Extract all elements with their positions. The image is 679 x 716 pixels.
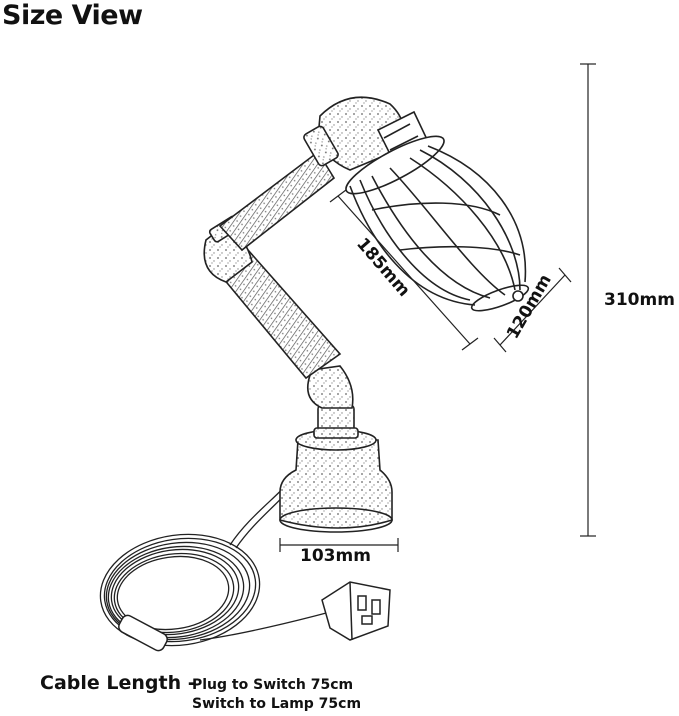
lamp-base	[279, 404, 393, 533]
cage-diameter-dimension-label: 120mm	[503, 271, 556, 342]
dimension-lines	[279, 63, 596, 552]
cable-coil	[99, 479, 331, 647]
lamp-pipes	[203, 96, 405, 409]
page-title: Size View	[2, 0, 143, 31]
cable-switch-to-lamp: Switch to Lamp 75cm	[192, 696, 362, 712]
arm-length-dimension-label: 185mm	[352, 234, 414, 301]
uk-plug	[321, 581, 391, 641]
lamp-cage	[345, 110, 530, 312]
base-diameter-dimension-label: 103mm	[300, 546, 371, 566]
height-dimension-label: 310mm	[604, 290, 675, 310]
cable-plug-to-switch: Plug to Switch 75cm	[192, 677, 354, 693]
cable-length-label: Cable Length -	[40, 672, 196, 694]
cable-switch	[118, 614, 168, 652]
